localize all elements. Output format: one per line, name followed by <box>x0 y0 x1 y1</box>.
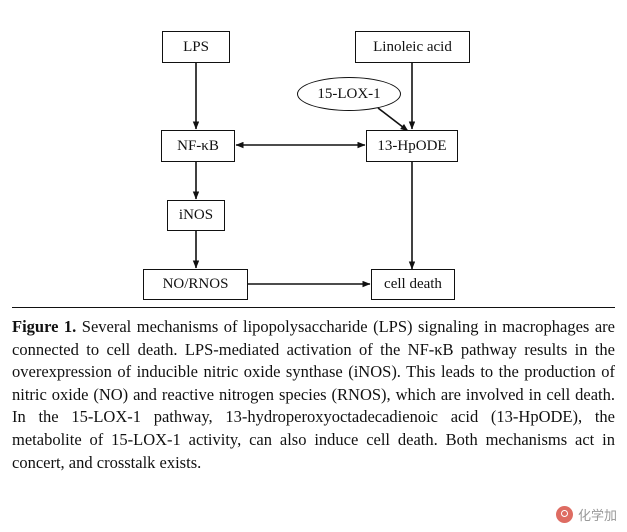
caption-divider <box>12 307 615 308</box>
node-lps-label: LPS <box>183 38 209 55</box>
figure-caption: Figure 1. Several mechanisms of lipopoly… <box>12 316 615 474</box>
diagram-arrows <box>192 63 416 288</box>
node-cell-death: cell death <box>371 269 455 300</box>
arrow-lox-to-hpode <box>377 107 409 132</box>
figure-caption-label: Figure 1. <box>12 317 77 336</box>
node-no-rnos-label: NO/RNOS <box>162 276 229 292</box>
node-nfkb: NF-κB <box>161 130 235 162</box>
figure-diagram: LPS Linoleic acid 15-LOX-1 NF-κB 13-HpOD… <box>143 31 470 300</box>
node-no-rnos: NO/RNOS <box>143 269 248 300</box>
watermark: 化学加 <box>555 505 617 524</box>
watermark-logo-icon <box>555 506 573 523</box>
watermark-text: 化学加 <box>577 508 617 523</box>
node-linoleic-acid: Linoleic acid <box>355 31 470 63</box>
node-13-hpode-label: 13-HpODE <box>377 137 447 154</box>
node-linoleic-acid-label: Linoleic acid <box>373 38 452 55</box>
node-15-lox-1: 15-LOX-1 <box>297 77 401 111</box>
node-13-hpode: 13-HpODE <box>366 130 458 162</box>
node-inos-label: iNOS <box>178 207 214 223</box>
figure-caption-text: Several mechanisms of lipopolysaccharide… <box>12 317 615 472</box>
node-inos: iNOS <box>167 200 225 231</box>
node-cell-death-label: cell death <box>384 276 442 292</box>
node-15-lox-1-label: 15-LOX-1 <box>317 85 381 102</box>
node-nfkb-label: NF-κB <box>177 137 219 154</box>
node-lps: LPS <box>162 31 230 63</box>
